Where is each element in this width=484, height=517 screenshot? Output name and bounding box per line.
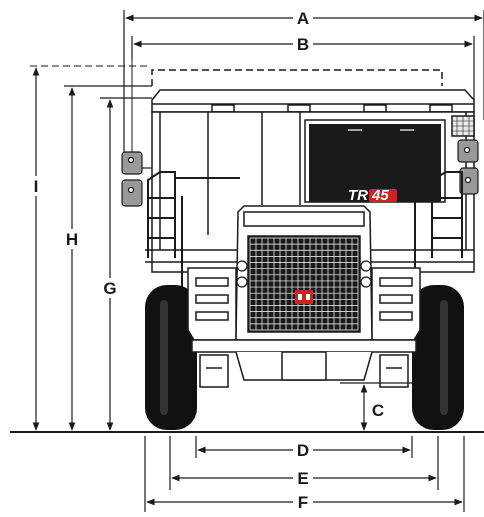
- right-tire: [412, 285, 464, 430]
- cab: TR 45: [304, 119, 446, 204]
- headlights: [236, 260, 372, 288]
- dimension-label-e: E: [297, 469, 308, 488]
- dimension-label-i: I: [34, 177, 39, 196]
- model-prefix: TR: [348, 187, 368, 204]
- right-fender: [371, 267, 421, 341]
- dimension-label-d: D: [297, 441, 309, 460]
- left-fender: [187, 267, 237, 341]
- dimension-label-a: A: [297, 9, 309, 28]
- dimension-label-g: G: [103, 279, 116, 298]
- dimension-label-b: B: [297, 35, 309, 54]
- left-mirror: [121, 60, 152, 207]
- brand-emblem: [295, 290, 313, 304]
- dimension-label-f: F: [298, 493, 308, 512]
- dimension-label-c: C: [372, 401, 384, 420]
- left-tire: [145, 285, 197, 430]
- right-mirror: [457, 139, 479, 195]
- radiator-grille: [249, 237, 359, 331]
- model-number: 45: [371, 187, 389, 204]
- front-bumper: [191, 339, 417, 388]
- dimension-label-h: H: [66, 230, 78, 249]
